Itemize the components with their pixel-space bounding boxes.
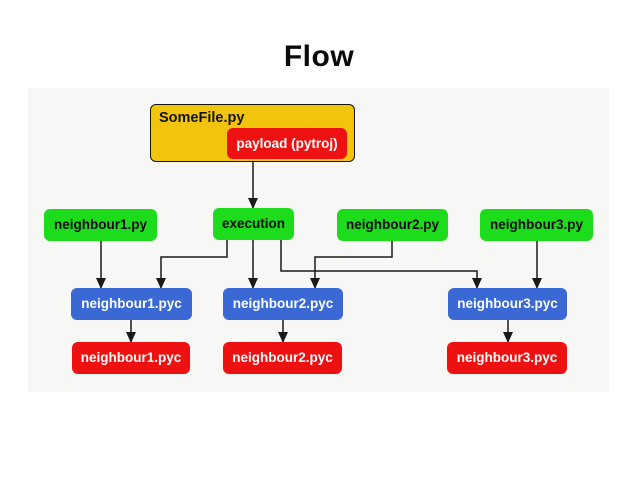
diagram-arrows: [96, 162, 542, 343]
node-neighbour2-py: neighbour2.py: [337, 209, 448, 241]
node-neighbour1-py: neighbour1.py: [44, 209, 157, 241]
node-neighbour3-pyc-blue: neighbour3.pyc: [448, 288, 567, 320]
node-neighbour2-pyc-blue: neighbour2.pyc: [223, 288, 343, 320]
node-neighbour2-pyc-red: neighbour2.pyc: [223, 342, 342, 374]
edge-n2py-to-n2pyc: [310, 241, 393, 289]
node-payload-pytroj: payload (pytroj): [227, 128, 347, 159]
node-execution: execution: [213, 208, 294, 240]
node-neighbour3-pyc-red: neighbour3.pyc: [447, 342, 567, 374]
edge-execution-to-n1pyc: [156, 240, 228, 289]
edge-execution-to-n3pyc: [280, 240, 482, 289]
node-neighbour3-py: neighbour3.py: [480, 209, 593, 241]
node-neighbour1-pyc-blue: neighbour1.pyc: [71, 288, 192, 320]
node-neighbour1-pyc-red: neighbour1.pyc: [72, 342, 190, 374]
page-title: Flow: [283, 40, 355, 73]
